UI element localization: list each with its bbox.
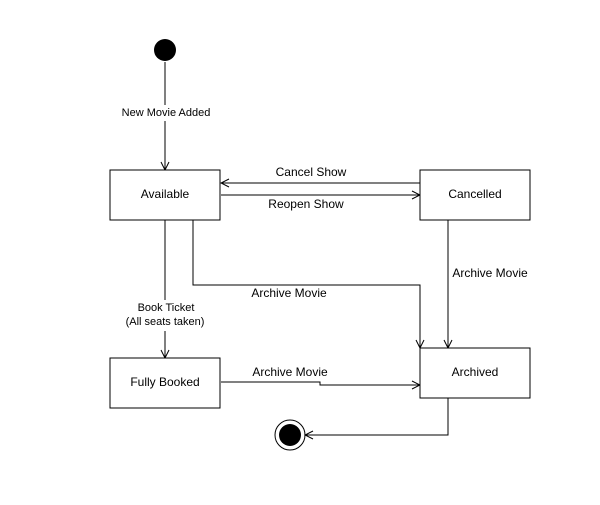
transition-label-book-ticket: Book Ticket [138, 302, 195, 314]
state-fully-booked: Fully Booked [109, 357, 221, 409]
transition-archive-from-fully-booked [221, 382, 420, 385]
transition-label-archive-from-fully-booked: Archive Movie [252, 365, 328, 379]
final-state-node [274, 419, 306, 451]
transition-label-new-movie-added: New Movie Added [122, 107, 211, 119]
transition-label-archive-from-cancelled: Archive Movie [452, 266, 528, 280]
state-archived: Archived [419, 347, 531, 399]
transition-archived-to-final [305, 398, 449, 435]
transition-label-archive-from-available: Archive Movie [251, 286, 327, 300]
book-ticket-label-bg [126, 300, 208, 331]
state-fully-booked-label: Fully Booked [130, 375, 199, 389]
state-cancelled-label: Cancelled [448, 187, 501, 201]
state-archived-label: Archived [452, 365, 499, 379]
new-movie-added-label-bg [118, 105, 214, 121]
state-cancelled: Cancelled [419, 169, 531, 221]
state-available-label: Available [141, 187, 190, 201]
state-available: Available [109, 169, 221, 221]
initial-state-node [154, 39, 176, 61]
transition-label-all-seats-taken: (All seats taken) [126, 316, 205, 328]
transition-archive-from-available [192, 220, 420, 348]
transition-label-cancel-show: Cancel Show [276, 165, 347, 179]
transition-label-reopen-show: Reopen Show [268, 197, 344, 211]
